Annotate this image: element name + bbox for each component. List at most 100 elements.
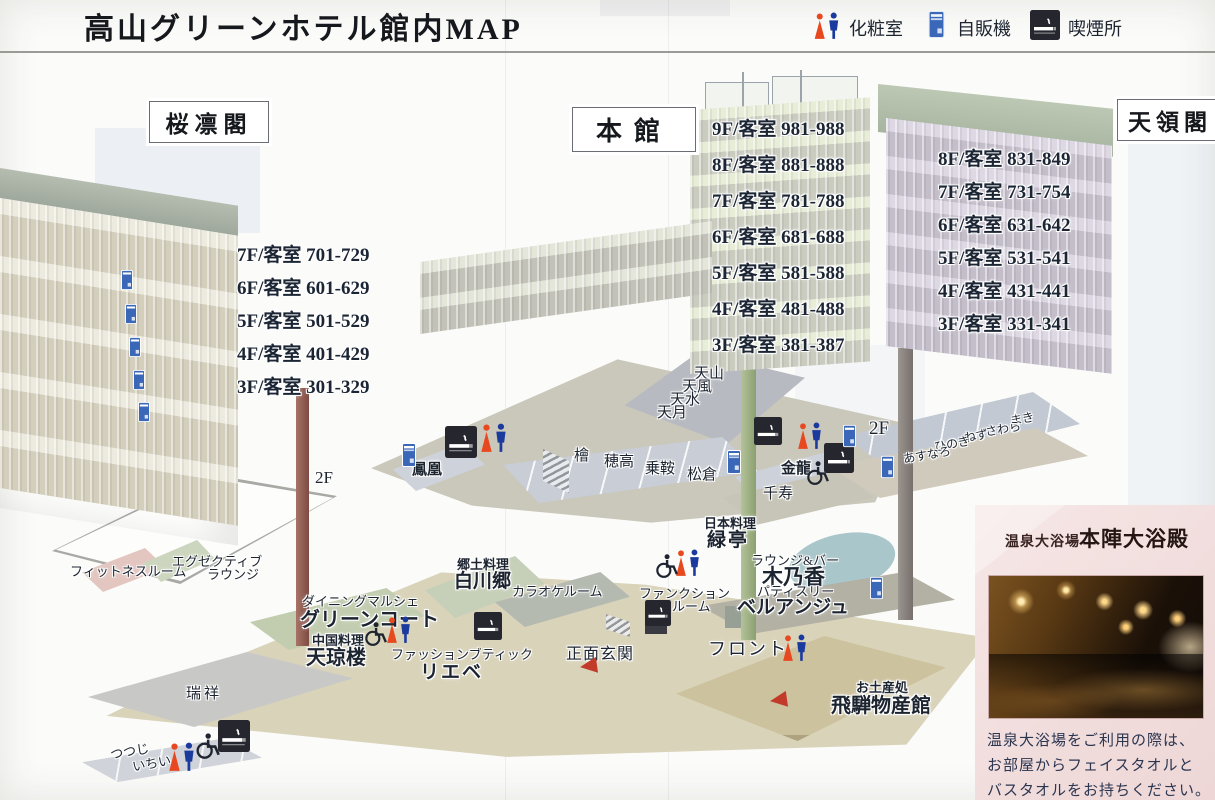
floor-row: 5F/客室 531-541: [938, 248, 1071, 269]
restroom-icon: [387, 616, 410, 643]
floor-row: 4F/客室 401-429: [237, 344, 370, 365]
onsen-panel: 温泉大浴場 本陣大浴殿 温泉大浴場をご利用の際は、 お部屋からフェイスタオルと …: [975, 505, 1215, 800]
vending-machine-icon: [129, 337, 141, 357]
karaoke-label: カラオケルーム: [512, 584, 603, 599]
floor-row: 7F/客室 701-729: [237, 245, 370, 266]
room-label-zuisho: 瑞祥: [186, 686, 223, 702]
restroom-icon: [481, 423, 506, 452]
function-room-label: ファンクション: [639, 586, 731, 601]
vending-machine-icon: [843, 424, 856, 448]
floor-row: 4F/客室 481-488: [712, 299, 845, 320]
smoking-area-icon: [824, 443, 854, 473]
bellange-label: ベルアンジュ: [737, 597, 849, 618]
restroom-icon: [798, 422, 821, 449]
ourin-name: 桜凛閣: [165, 112, 253, 137]
greencourt-category: ダイニングマルシェ: [302, 594, 420, 609]
bussankan-category: お土産処: [856, 680, 909, 695]
vending-machine-icon: [133, 370, 145, 390]
shirakawago-label: 白川郷: [454, 571, 512, 592]
floor-row: 3F/客室 381-387: [712, 335, 845, 356]
onsen-bath-photo: [988, 575, 1204, 719]
vending-machine-icon: [881, 455, 894, 479]
header-rule: [0, 51, 1215, 53]
wheelchair-icon: [365, 622, 387, 646]
vending-machine-icon: [870, 576, 883, 600]
executive-lounge-label: ラウンジ: [207, 567, 260, 582]
ourin-floor-list: 7F/客室 701-729 6F/客室 601-629 5F/客室 501-52…: [237, 240, 369, 405]
elevator-shaft: [296, 388, 309, 646]
restroom-icon: [169, 742, 194, 771]
floor-row: 9F/客室 981-988: [712, 119, 845, 140]
room-label-houou: 鳳凰: [412, 462, 443, 478]
vending-machine-icon: [727, 450, 741, 474]
honkan-roof: [705, 82, 769, 112]
smoking-area-icon: [1030, 10, 1060, 40]
entrance-label: 正面玄関: [566, 646, 635, 663]
fold-line: [505, 0, 506, 800]
bussankan-label: 飛騨物産館: [831, 695, 931, 717]
konoka-category: ラウンジ&バー: [751, 553, 840, 568]
vending-machine-icon: [928, 11, 945, 38]
ryokutei-category: 日本料理: [704, 516, 757, 531]
honkan-floor-list: 9F/客室 981-988 8F/客室 881-888 7F/客室 781-78…: [712, 114, 844, 366]
legend-restroom-label: 化粧室: [849, 19, 903, 39]
room-label-tenzan: 天山: [694, 366, 725, 382]
floor-row: 6F/客室 601-629: [237, 278, 370, 299]
floor-row: 7F/客室 731-754: [938, 182, 1071, 203]
onsen-note: 温泉大浴場をご利用の際は、: [987, 733, 1196, 749]
legend-smoking-label: 喫煙所: [1068, 19, 1122, 39]
front-desk-label: フロント: [708, 639, 788, 659]
floor-row: 7F/客室 781-788: [712, 191, 845, 212]
floor-row: 8F/客室 881-888: [712, 155, 845, 176]
onsen-category: 温泉大浴場: [1005, 535, 1080, 550]
room-label-tenpuu: 天風: [682, 379, 713, 395]
floor-row: 6F/客室 631-642: [938, 215, 1071, 236]
room-label-tensui: 天水: [670, 392, 701, 408]
restroom-icon: [676, 549, 699, 576]
patisserie-category: パティスリー: [757, 584, 835, 599]
floor-row: 4F/客室 431-441: [938, 281, 1071, 302]
shirakawago-category: 郷土料理: [457, 557, 510, 572]
honkan-roof: [772, 76, 858, 112]
restroom-icon: [814, 12, 839, 39]
tenshuro-category: 中国料理: [312, 633, 365, 648]
room-label-matsukura: 松倉: [687, 467, 718, 483]
elevator-shaft: [741, 332, 756, 640]
print-bleed: [95, 128, 260, 233]
smoking-area-icon: [445, 426, 477, 458]
fitness-room-label: フィットネスルーム: [70, 564, 187, 579]
room-label-tengetsu: 天月: [657, 405, 688, 421]
legend-vending-label: 自販機: [957, 19, 1011, 39]
wheelchair-icon: [656, 554, 678, 578]
function-room-label: ルーム: [672, 599, 711, 614]
floor-label-2f: 2F: [869, 418, 890, 439]
konoka-label: 木乃香: [762, 565, 825, 589]
room-label-hinoki: 檜: [574, 448, 590, 464]
smoking-area-icon: [474, 612, 502, 640]
smoking-area-icon: [218, 720, 250, 752]
floor-label-2f: 2F: [315, 468, 333, 487]
restroom-icon: [783, 634, 806, 661]
room-label-hodaka: 穂高: [604, 454, 635, 470]
honkan-name: 本館: [595, 117, 672, 146]
floor-row: 5F/客室 501-529: [237, 311, 370, 332]
room-label-kinryu: 金龍: [781, 461, 812, 477]
executive-lounge-label: エグゼクティブ: [172, 554, 263, 569]
print-bleed: [1128, 140, 1215, 520]
onsen-note: お部屋からフェイスタオルと: [987, 758, 1195, 774]
liebe-label: リエベ: [420, 662, 484, 683]
honkan-antenna: [800, 70, 802, 110]
ourin-name-box: 桜凛閣: [149, 101, 269, 143]
room-label-norikura: 乗鞍: [645, 461, 676, 477]
tenryo-floor-list: 8F/客室 831-849 7F/客室 731-754 6F/客室 631-64…: [938, 144, 1070, 342]
floor-row: 5F/客室 581-588: [712, 263, 845, 284]
vending-machine-icon: [125, 304, 137, 324]
vending-machine-icon: [138, 402, 150, 422]
floor-row: 3F/客室 301-329: [237, 377, 370, 398]
elevator-shaft: [898, 348, 913, 620]
smoking-area-icon: [645, 600, 671, 626]
tenryo-name: 天領閣: [1128, 110, 1212, 135]
tenshuro-label: 天琼楼: [306, 647, 366, 669]
smoking-area-icon: [754, 417, 782, 445]
